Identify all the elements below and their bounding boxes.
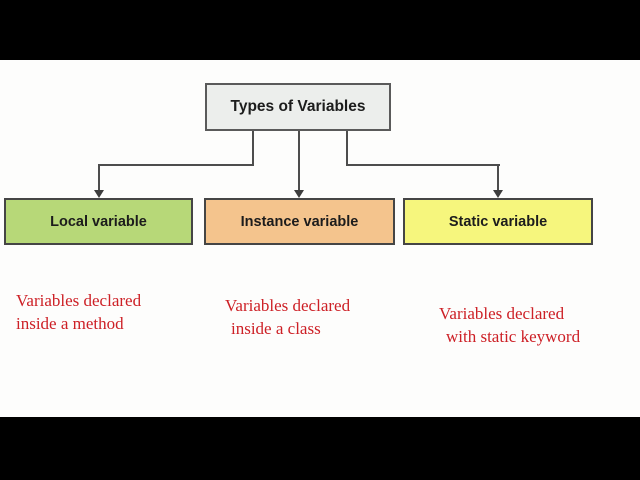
arrowhead-down-icon [294,190,304,198]
description-line: Variables declared [439,304,565,323]
description-line: Variables declared [16,291,142,310]
node-local-variable: Local variable [4,198,193,245]
description-local-variable: Variables declared inside a method [16,289,141,335]
arrowhead-down-icon [94,190,104,198]
node-instance-variable-label: Instance variable [240,213,359,230]
diagram-canvas: Types of Variables Local variable Instan… [0,60,640,417]
node-static-variable-label: Static variable [448,213,548,230]
description-instance-variable: Variables declared inside a class [225,294,350,340]
root-node-label: Types of Variables [230,98,366,115]
description-line: Variables declared [225,296,351,315]
connector-segment [298,131,300,191]
connector-segment [346,131,348,166]
node-static-variable: Static variable [403,198,593,245]
description-line: inside a method [16,314,124,333]
connector-segment [346,164,500,166]
node-instance-variable: Instance variable [204,198,395,245]
connector-segment [252,131,254,166]
connector-segment [98,164,254,166]
description-static-variable: Variables declared with static keyword [439,302,580,348]
description-line: with static keyword [446,327,581,346]
arrowhead-down-icon [493,190,503,198]
root-node-types-of-variables: Types of Variables [205,83,391,131]
connector-segment [497,164,499,193]
description-line: inside a class [231,319,321,338]
connector-segment [98,164,100,193]
node-local-variable-label: Local variable [50,213,147,230]
